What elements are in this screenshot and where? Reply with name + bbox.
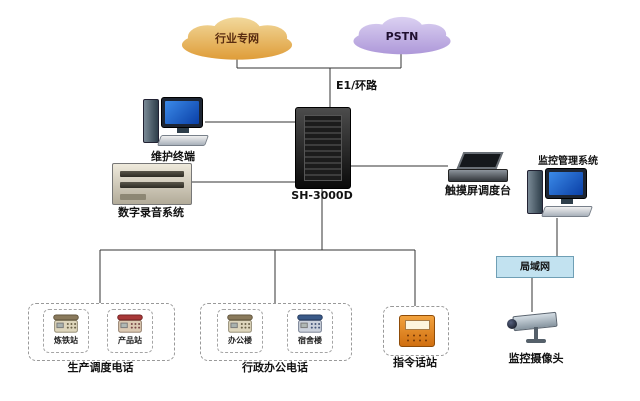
e1-link-label: E1/环路 (336, 79, 378, 92)
command-station-keys-icon (405, 333, 428, 343)
telephone-icon (117, 314, 143, 333)
pc-monitor-icon (545, 168, 587, 199)
camera-base-icon (526, 339, 546, 343)
camera-mount-icon (534, 327, 538, 340)
monitor-system-label: 监控管理系统 (538, 156, 598, 167)
server-cabinet-icon (295, 107, 351, 189)
touchscreen-console-label: 触摸屏调度台 (445, 184, 511, 197)
phone-station-product: 产品站 (107, 309, 153, 353)
recorder-panel-icon (120, 194, 146, 200)
pc-keyboard-icon (156, 135, 210, 146)
group-command-station (383, 306, 449, 356)
camera-lens-icon (507, 319, 517, 329)
surveillance-camera-icon (503, 310, 565, 350)
digital-recorder-icon (112, 163, 192, 205)
digital-recorder-label: 数字录音系统 (118, 206, 184, 219)
cloud-shape-icon (353, 16, 451, 55)
surveillance-camera-label: 监控摄像头 (508, 352, 564, 365)
console-screen-icon (456, 152, 504, 169)
group-production-title: 生产调度电话 (67, 361, 134, 374)
lan-node: 局域网 (496, 256, 574, 278)
phone-label: 办公楼 (228, 336, 252, 345)
cloud-industry-network: 行业专网 (178, 16, 296, 62)
group-admin-title: 行政办公电话 (242, 361, 308, 374)
phone-label: 宿舍楼 (298, 336, 322, 345)
pc-monitor-icon (161, 97, 203, 128)
lan-label: 局域网 (520, 261, 550, 273)
telephone-icon (297, 314, 323, 333)
phone-label: 产品站 (118, 336, 142, 345)
pc-keyboard-icon (540, 206, 594, 217)
cloud-shape-icon (181, 17, 293, 60)
server-label: SH-3000D (291, 189, 353, 202)
cloud-industry-label: 行业专网 (215, 32, 259, 46)
telephone-icon (227, 314, 253, 333)
phone-label: 炼铁站 (54, 336, 78, 345)
group-admin-phones: 办公楼 宿舍楼 (200, 303, 352, 361)
touchscreen-console-icon (448, 152, 508, 182)
phone-station-office: 办公楼 (217, 309, 263, 353)
telephone-icon (53, 314, 79, 333)
server-panel-icon (304, 115, 342, 181)
pc-stand-icon (561, 199, 573, 204)
cloud-pstn-label: PSTN (385, 29, 419, 43)
recorder-vent-icon (120, 182, 184, 188)
command-station-icon (399, 315, 435, 347)
phone-station-dormitory: 宿舍楼 (287, 309, 333, 353)
maintenance-terminal-icon (143, 97, 210, 149)
maintenance-terminal-label: 维护终端 (151, 150, 195, 163)
monitor-system-pc-icon (527, 168, 594, 220)
pc-stand-icon (177, 128, 189, 133)
command-station-display-icon (405, 320, 430, 330)
pc-tower-icon (527, 170, 543, 214)
group-production-phones: 炼铁站 产品站 (28, 303, 175, 361)
console-base-icon (448, 169, 508, 182)
cloud-pstn: PSTN (350, 15, 454, 57)
pc-tower-icon (143, 99, 159, 143)
recorder-vent-icon (120, 171, 184, 177)
command-station-label: 指令话站 (393, 356, 437, 369)
phone-station-ironworks: 炼铁站 (43, 309, 89, 353)
